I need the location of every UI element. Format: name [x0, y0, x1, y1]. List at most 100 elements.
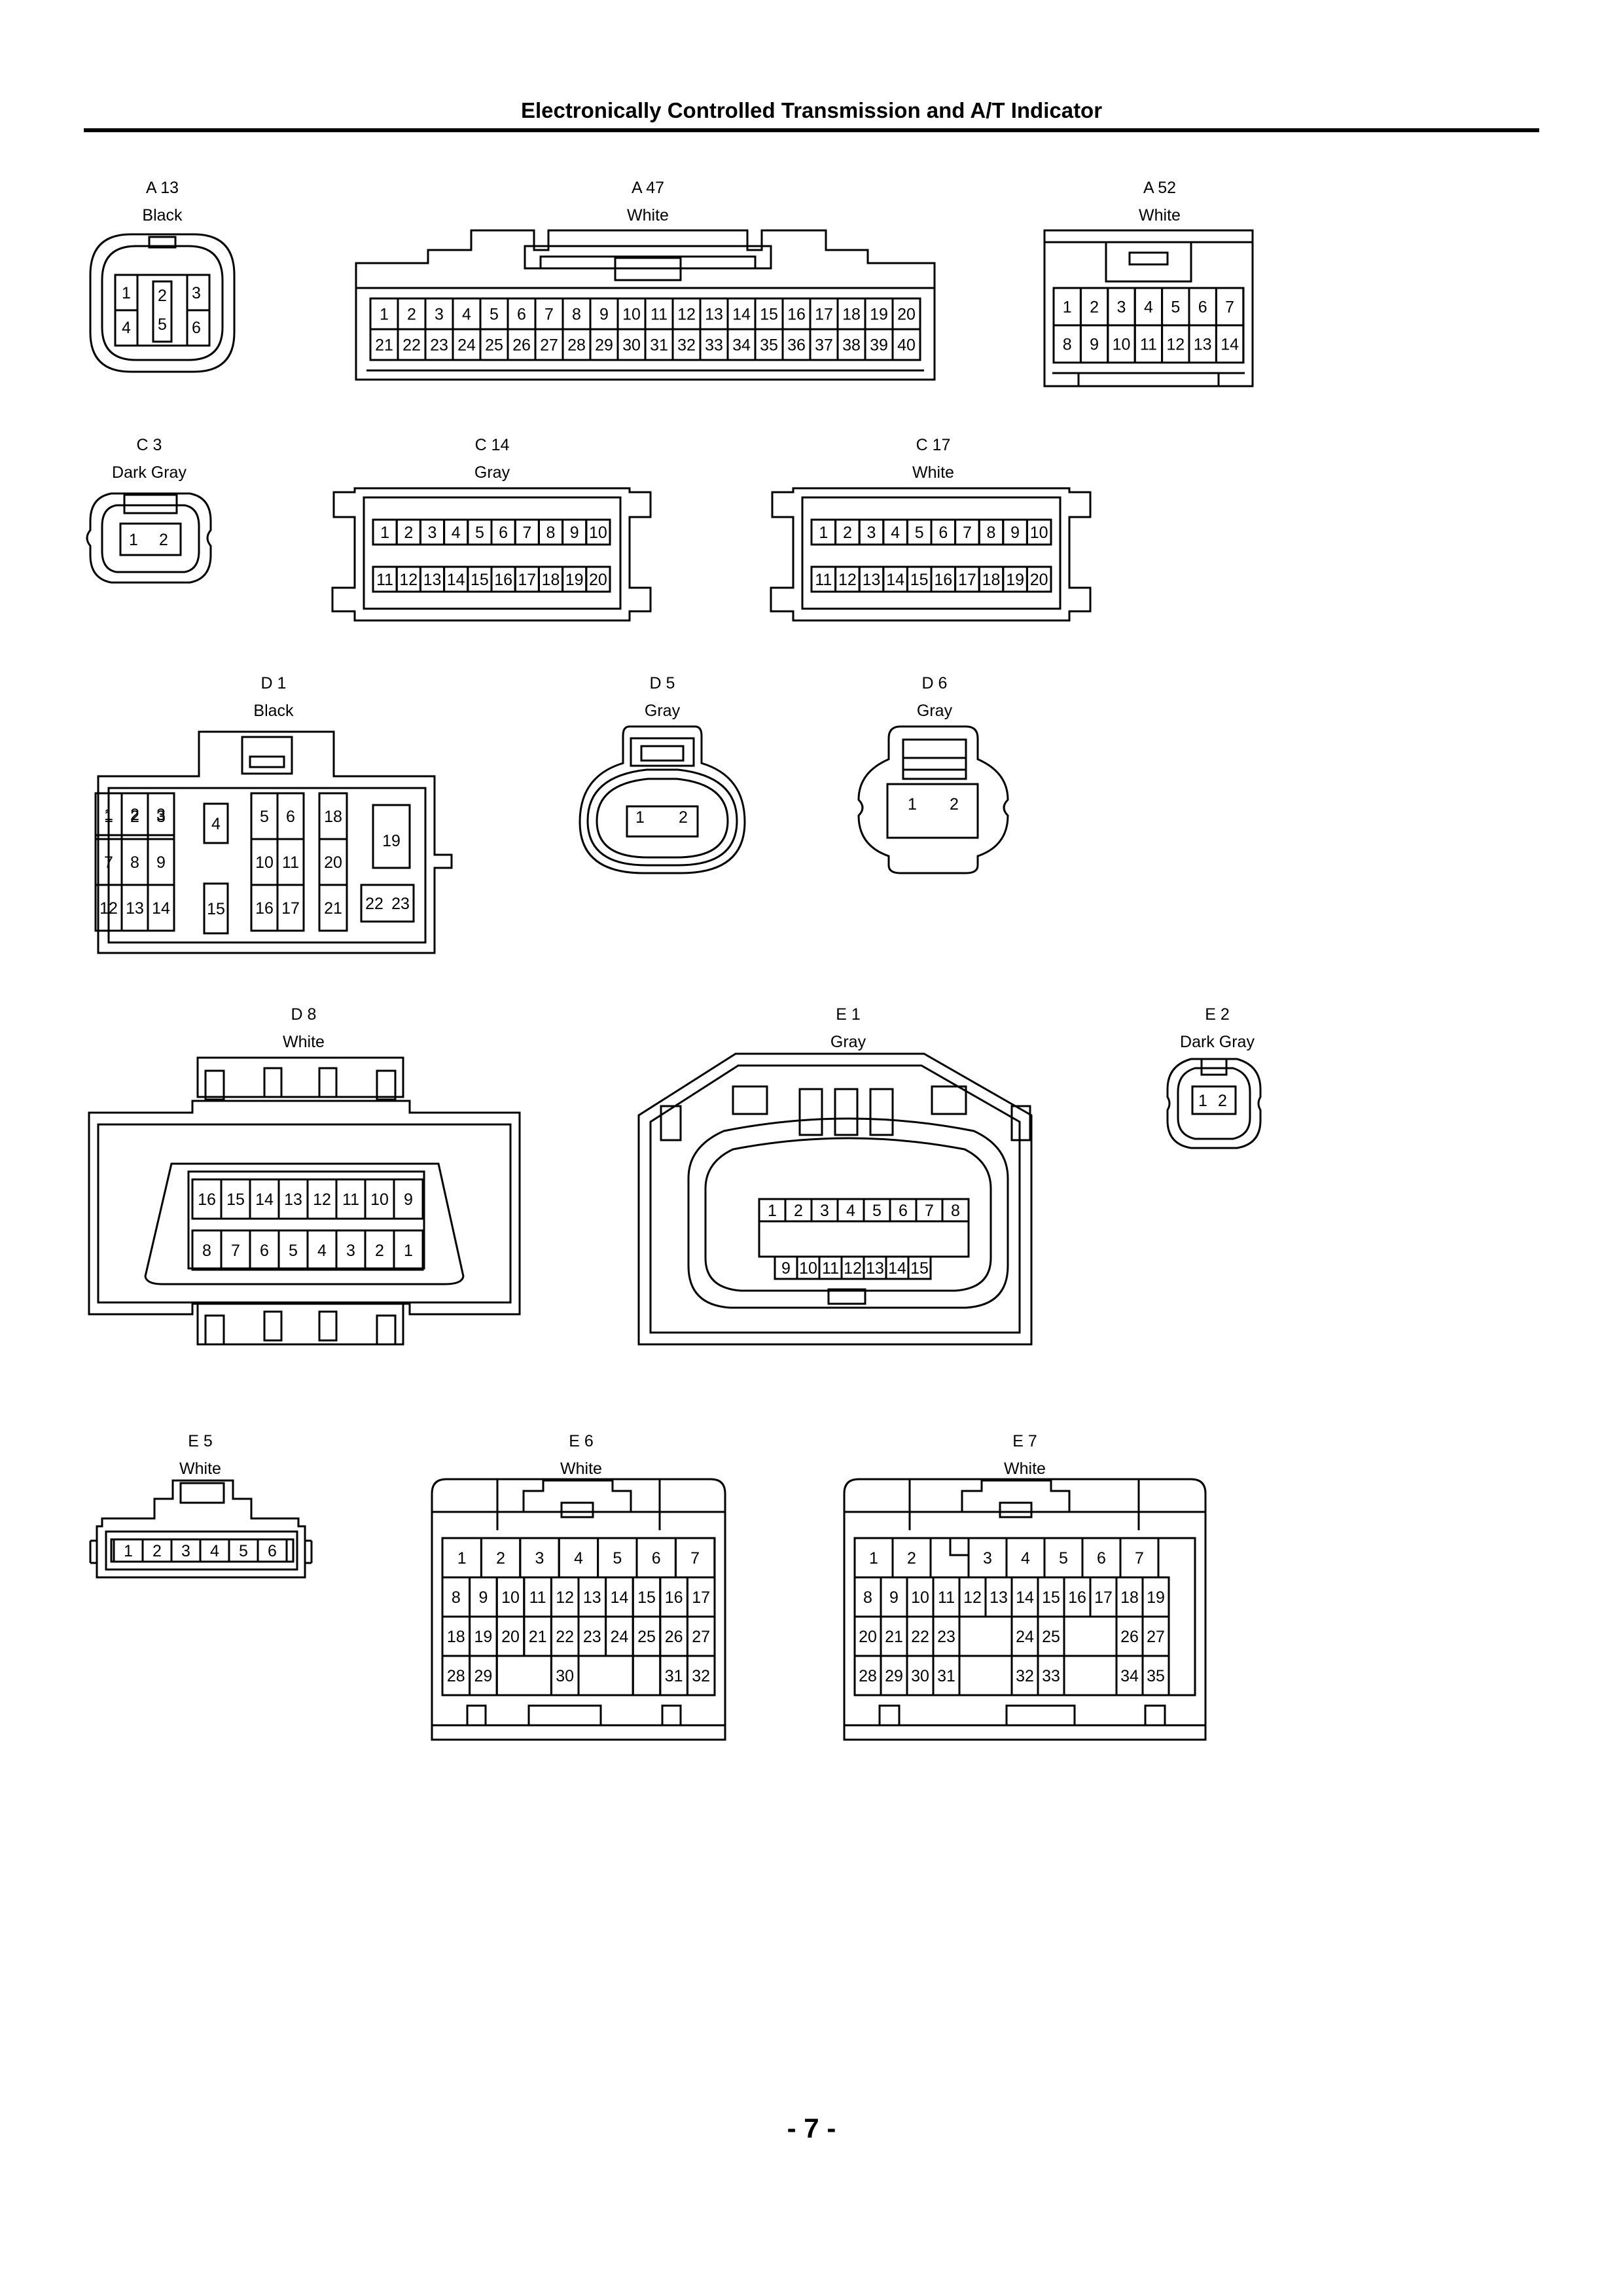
pin-number: 1: [104, 808, 113, 826]
pin-number: 11: [822, 1259, 839, 1278]
pin-number: 15: [760, 306, 778, 324]
pin-number: 6: [286, 808, 295, 826]
pin-number: 3: [346, 1242, 355, 1260]
pin-number: 30: [556, 1667, 574, 1685]
pin-number: 4: [452, 524, 461, 542]
pin-number: 3: [192, 284, 201, 302]
pin-number: 6: [192, 319, 201, 337]
pin-number: 1: [380, 524, 389, 542]
pin-number: 3: [535, 1549, 544, 1568]
pin-number: 7: [1225, 298, 1234, 317]
pin-number: 26: [665, 1628, 683, 1646]
pin-number: 11: [651, 306, 668, 324]
connector-c17: [770, 487, 1092, 622]
pin-number: 21: [375, 336, 393, 355]
pin-number: 2: [404, 524, 413, 542]
pin-number: 6: [268, 1542, 277, 1560]
pin-number: 2: [907, 1549, 916, 1568]
label-code: A 47: [632, 179, 664, 197]
pin-number: 5: [490, 306, 499, 324]
pin-number: 2: [794, 1202, 803, 1220]
connector-d8: [88, 1056, 521, 1346]
pin-number: 20: [589, 571, 607, 589]
pin-number: 36: [787, 336, 806, 355]
label-color: White: [283, 1033, 325, 1051]
pin-number: 10: [370, 1191, 389, 1209]
pin-number: 11: [938, 1588, 955, 1607]
pin-number: 31: [665, 1667, 683, 1685]
label-color: Black: [253, 702, 294, 720]
pin-number: 2: [407, 306, 416, 324]
pin-number: 2: [1090, 298, 1099, 317]
pin-number: 1: [104, 806, 113, 824]
pin-number: 32: [692, 1667, 710, 1685]
pin-number: 33: [705, 336, 723, 355]
pin-number: 1: [869, 1549, 878, 1568]
pin-number: 4: [462, 306, 471, 324]
pin-number: 14: [610, 1588, 628, 1607]
pin-number: 23: [937, 1628, 955, 1646]
pin-number: 4: [1144, 298, 1153, 317]
pin-number: 18: [1120, 1588, 1139, 1607]
pin-cell: [577, 1655, 634, 1696]
label-code: E 6: [569, 1432, 594, 1450]
pin-number: 6: [260, 1242, 269, 1260]
pin-number: 7: [104, 853, 113, 872]
pin-number: 40: [897, 336, 916, 355]
pin-number: 34: [1120, 1667, 1139, 1685]
pin-number: 25: [637, 1628, 656, 1646]
pin-number: 31: [650, 336, 668, 355]
pin-number: 27: [1147, 1628, 1165, 1646]
pin-number: 4: [846, 1202, 855, 1220]
pin-cell: [393, 1229, 424, 1271]
pin-number: 2: [152, 1542, 162, 1560]
label-code: A 52: [1143, 179, 1176, 197]
label-color: Gray: [474, 463, 510, 482]
pin-number: 18: [542, 571, 560, 589]
label-color: White: [1139, 206, 1181, 224]
pin-number: 1: [1063, 298, 1072, 317]
pin-number: 12: [838, 571, 857, 589]
pin-cell: [1063, 1655, 1118, 1696]
pin-number: 1: [768, 1202, 777, 1220]
pin-number: 31: [937, 1667, 955, 1685]
pin-number: 18: [324, 808, 342, 826]
pin-number: 15: [637, 1588, 656, 1607]
pin-number: 20: [324, 853, 342, 872]
pin-number: 25: [1042, 1628, 1060, 1646]
pin-number: 29: [595, 336, 613, 355]
label-color: Dark Gray: [1180, 1033, 1255, 1051]
pin-number: 6: [1097, 1549, 1106, 1568]
pin-number: 19: [474, 1628, 492, 1646]
pin-number: 8: [572, 306, 581, 324]
label-color: White: [1004, 1460, 1046, 1478]
pin-cell: [686, 1655, 716, 1696]
pin-number: 19: [1147, 1588, 1165, 1607]
connector-d1: [97, 730, 453, 954]
pin-number: 22: [556, 1628, 574, 1646]
pin-number: 32: [1016, 1667, 1034, 1685]
pin-number: 5: [613, 1549, 622, 1568]
pin-number: 9: [478, 1588, 488, 1607]
label-code: E 1: [836, 1005, 861, 1024]
pin-number: 5: [1171, 298, 1180, 317]
pin-cell: [360, 884, 415, 923]
pin-number: 30: [911, 1667, 929, 1685]
pin-number: 4: [210, 1542, 219, 1560]
pin-number: 16: [787, 306, 806, 324]
pin-number: 11: [815, 571, 832, 589]
pin-number: 12: [399, 571, 418, 589]
pin-number: 16: [198, 1191, 216, 1209]
pin-number: 15: [226, 1191, 245, 1209]
pin-number: 18: [842, 306, 861, 324]
page-header: Electronically Controlled Transmission a…: [520, 98, 1103, 122]
pin-number: 39: [870, 336, 888, 355]
label-code: E 7: [1012, 1432, 1037, 1450]
pin-number: 12: [844, 1259, 862, 1278]
pin-number: 3: [181, 1542, 190, 1560]
pin-number: 10: [255, 853, 274, 872]
pin-number: 21: [324, 899, 342, 918]
pin-number: 13: [1194, 336, 1212, 354]
pin-number: 5: [289, 1242, 298, 1260]
